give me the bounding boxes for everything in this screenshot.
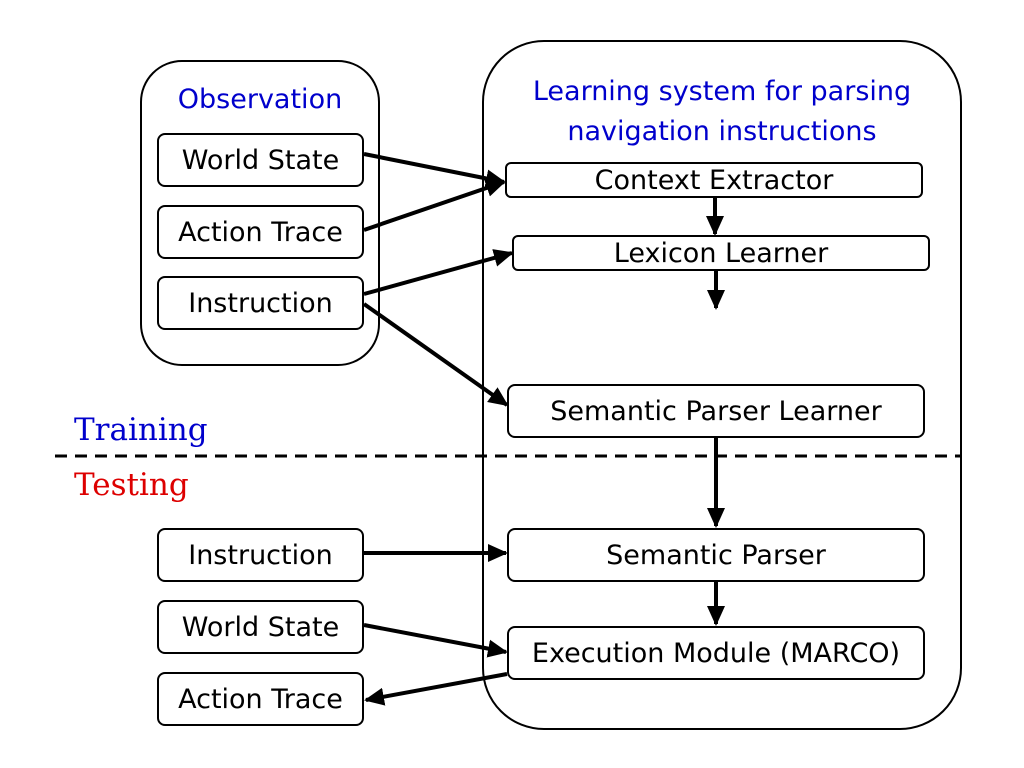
context-extractor-box: Context Extractor — [505, 162, 923, 198]
testing-instruction-box: Instruction — [157, 528, 364, 582]
observation-instruction-box: Instruction — [157, 276, 364, 330]
semantic-parser-box: Semantic Parser — [507, 528, 925, 582]
learning-system-title-line1: Learning system for parsing — [532, 76, 912, 107]
execution-module-box: Execution Module (MARCO) — [507, 626, 925, 680]
arrow-execution-module-to-action-trace — [364, 672, 508, 706]
arrow-instruction-to-lexicon-learner — [363, 249, 514, 296]
learning-system-title-line2: navigation instructions — [567, 116, 877, 147]
semantic-parser-learner-box: Semantic Parser Learner — [507, 384, 925, 438]
observation-world-state-box: World State — [157, 133, 364, 187]
testing-action-trace-box: Action Trace — [157, 672, 364, 726]
observation-title: Observation — [177, 84, 343, 115]
training-label: Training — [74, 412, 208, 448]
arrow-testing-world-state-to-execution-module — [363, 623, 508, 658]
arrow-instruction-to-semantic-parser-learner — [362, 302, 509, 407]
testing-world-state-box: World State — [157, 600, 364, 654]
lexicon-learner-box: Lexicon Learner — [512, 235, 930, 271]
arrow-action-trace-to-context-extractor — [363, 179, 506, 232]
testing-label: Testing — [74, 467, 189, 503]
observation-action-trace-box: Action Trace — [157, 205, 364, 259]
arrow-world-state-to-context-extractor — [363, 152, 506, 188]
